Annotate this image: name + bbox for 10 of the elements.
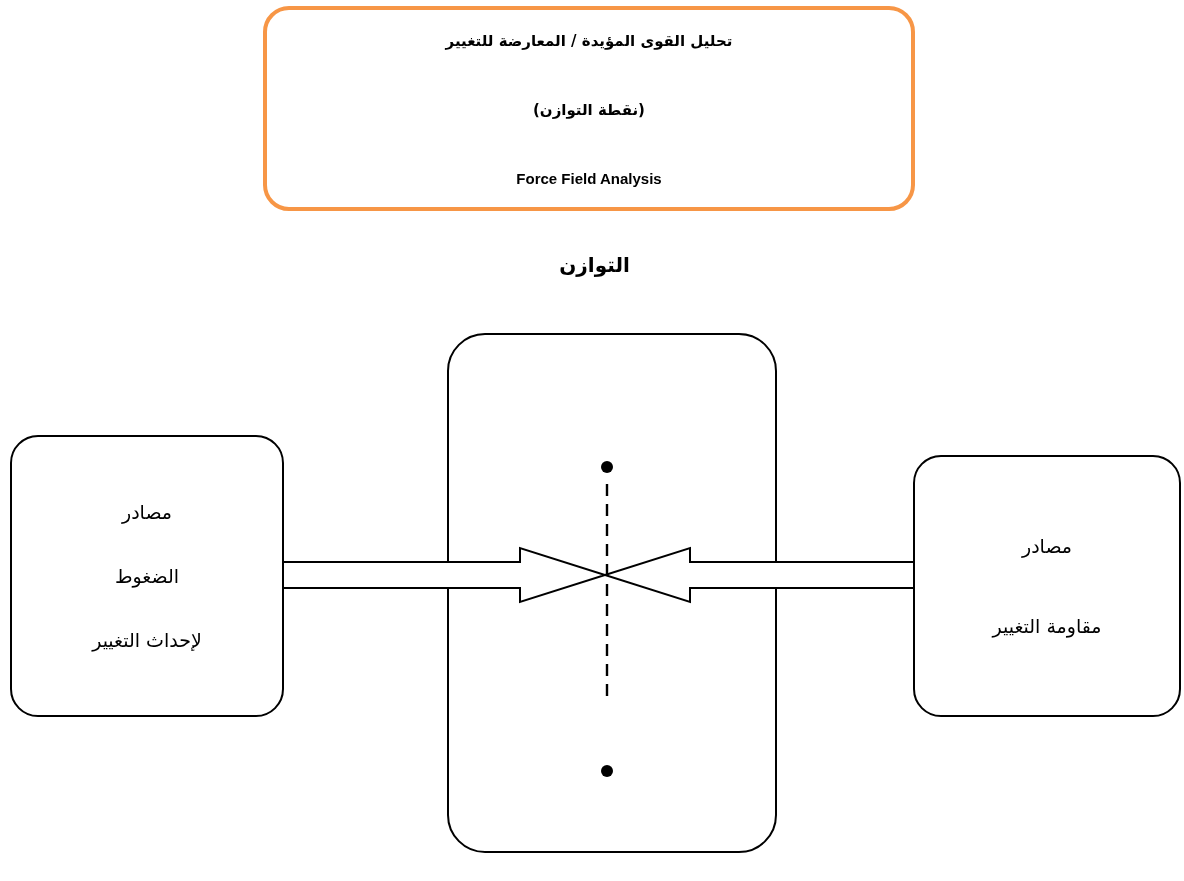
title-box: [263, 6, 915, 211]
title-line: Force Field Analysis: [515, 170, 663, 187]
heading: التوازن: [558, 253, 631, 277]
box-text: مصادر الضغوط لإحداث التغيير: [92, 500, 202, 654]
title-line: تحليل القوى المؤيدة / المعارضة للتغيير: [444, 32, 734, 50]
equilibrium-line: [600, 460, 614, 778]
source-box: [10, 435, 284, 717]
source-box: [913, 455, 1181, 717]
title-line: (نقطة التوازن): [532, 101, 646, 119]
box-text: مصادر مقاومة التغيير: [992, 534, 1102, 640]
